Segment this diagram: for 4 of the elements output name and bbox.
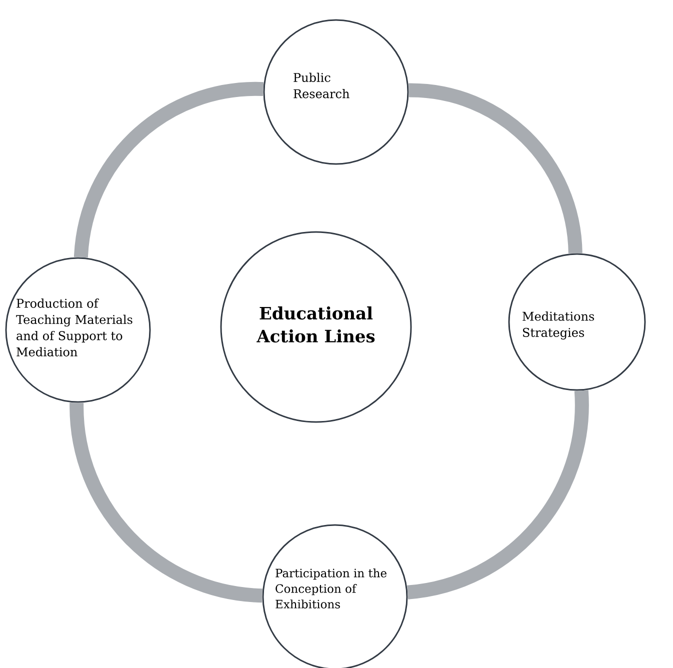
ring-arc (406, 390, 589, 600)
ring-arc (74, 82, 264, 258)
ring-arc (408, 83, 582, 254)
ring-arc (70, 402, 263, 603)
